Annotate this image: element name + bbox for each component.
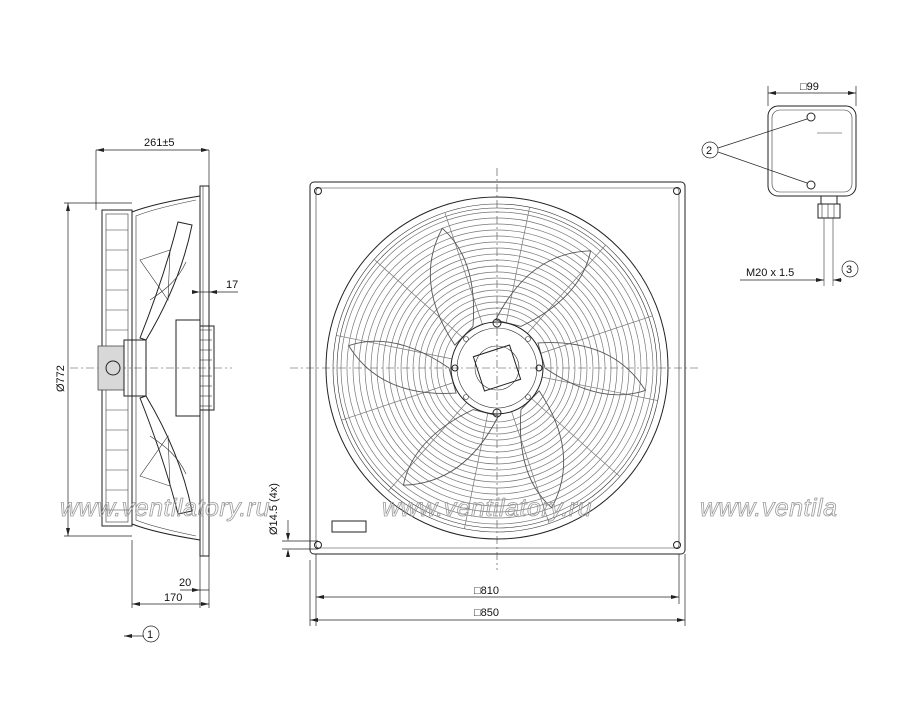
guard-strut: [511, 411, 550, 524]
guard-ring: [400, 271, 594, 465]
guard-strut: [527, 244, 606, 334]
dim-terminal-box: □99: [800, 81, 819, 93]
guard-ring: [370, 241, 624, 495]
guard-strut: [373, 259, 463, 338]
front-view: [290, 168, 700, 570]
guard-ring: [358, 229, 636, 507]
guard-strut: [336, 335, 452, 360]
watermark-text: www.ventilatory.ru: [382, 494, 592, 522]
guard-strut: [505, 207, 530, 323]
guard-ring: [406, 277, 588, 459]
guard-ring: [418, 289, 576, 447]
dim-bottom-small: 20: [179, 577, 191, 589]
guard-ring: [442, 313, 552, 423]
dim-flange-offset: 17: [226, 279, 238, 291]
dim-outer-diameter: Ø772: [55, 365, 67, 392]
impeller-blade: [495, 250, 592, 327]
callout-1: 1: [147, 629, 153, 641]
dim-inner-square: □810: [474, 585, 499, 597]
dim-outer-square: □850: [474, 607, 499, 619]
impeller-blade: [348, 340, 457, 394]
impeller-blade: [519, 390, 565, 509]
guard-ring: [412, 283, 582, 453]
callout-3: 3: [846, 264, 852, 276]
guard-grille: [336, 207, 658, 529]
guard-ring: [352, 223, 642, 513]
side-dimensions: [64, 148, 238, 643]
guard-strut: [464, 413, 489, 529]
guard-ring: [436, 307, 558, 429]
guard-ring: [382, 253, 612, 483]
terminal-box-view: [701, 86, 859, 286]
watermark-text: www.ventilatory.ru: [60, 494, 270, 522]
guard-ring: [388, 259, 606, 477]
guard-strut: [388, 402, 467, 492]
guard-ring: [364, 235, 630, 501]
callout-2: 2: [706, 145, 712, 157]
guard-ring: [424, 295, 570, 441]
impeller-blade: [537, 342, 646, 396]
side-view: [70, 185, 232, 557]
impeller-blades: [348, 227, 646, 509]
guard-ring: [340, 211, 654, 525]
watermark-text: www.ventila: [700, 494, 838, 522]
dim-cable-gland: M20 x 1.5: [746, 267, 794, 279]
guard-ring: [376, 247, 618, 489]
guard-strut: [444, 212, 483, 325]
dim-mount-hole: Ø14.5 (4x): [268, 483, 280, 535]
guard-ring: [394, 265, 600, 471]
guard-strut: [531, 398, 621, 477]
hub-assembly: [450, 318, 544, 418]
guard-strut: [341, 382, 454, 421]
guard-strut: [540, 315, 653, 354]
guard-ring: [430, 301, 564, 435]
guard-ring: [346, 217, 648, 519]
dim-bottom-depth: 170: [164, 592, 182, 604]
impeller-blade: [429, 227, 475, 346]
front-dimensions: [282, 520, 686, 626]
guard-strut: [542, 376, 658, 401]
impeller-blade: [402, 409, 499, 486]
dim-depth-total: 261±5: [144, 137, 175, 149]
rating-label-plate: [331, 520, 367, 533]
